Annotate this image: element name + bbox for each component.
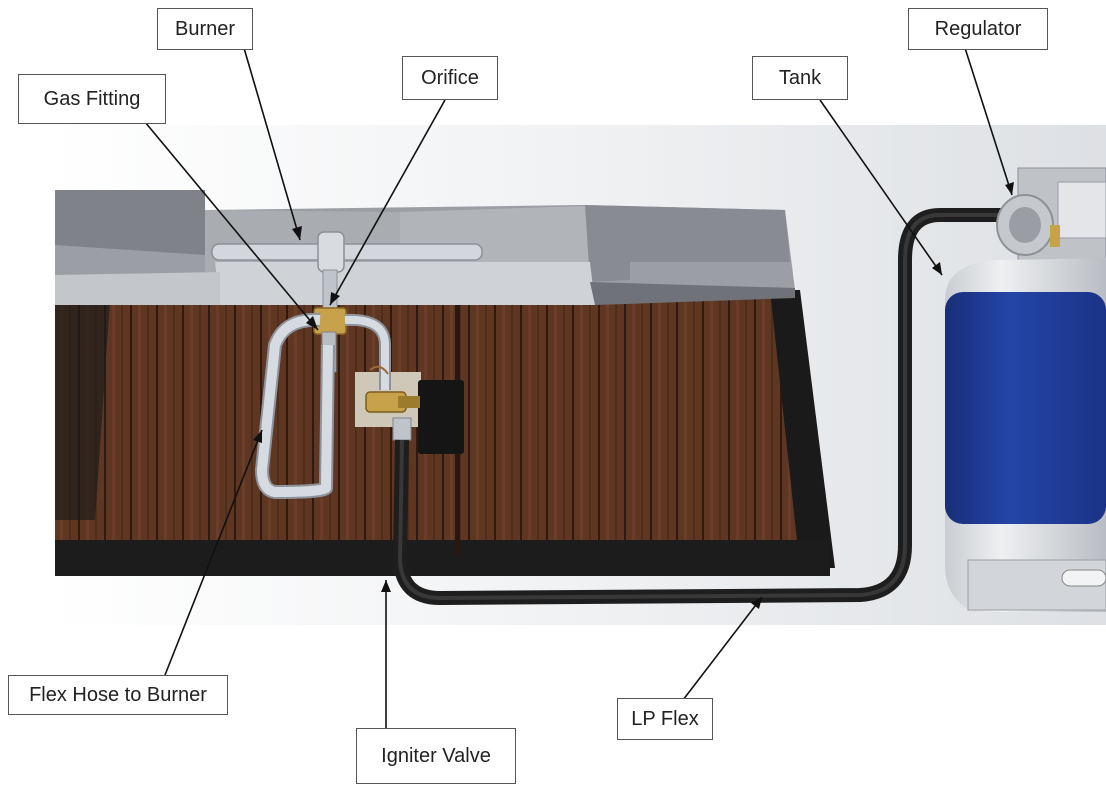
igniter-valve-label: Igniter Valve xyxy=(356,728,516,784)
gas-fitting-label: Gas Fitting xyxy=(18,74,166,124)
fire-pit xyxy=(55,190,835,576)
propane-tank xyxy=(945,167,1106,612)
regulator-label: Regulator xyxy=(908,8,1048,50)
igniter-valve-body xyxy=(365,365,420,441)
igniter-box xyxy=(418,380,464,454)
valve-hose xyxy=(344,315,389,390)
burner-pan xyxy=(215,262,595,305)
base-trim xyxy=(55,540,830,576)
burner-tee xyxy=(317,231,345,273)
tank-blue-band xyxy=(945,292,1106,524)
flex-hose xyxy=(257,314,333,497)
flex-hose-label: Flex Hose to Burner xyxy=(8,675,228,715)
leader-lines xyxy=(144,47,1013,730)
leader-arrowheads xyxy=(253,182,1014,609)
burner-pipe xyxy=(211,243,483,261)
burner-label: Burner xyxy=(157,8,253,50)
lp-flex-label: LP Flex xyxy=(617,698,713,740)
tank-label: Tank xyxy=(752,56,848,100)
orifice-label: Orifice xyxy=(402,56,498,100)
